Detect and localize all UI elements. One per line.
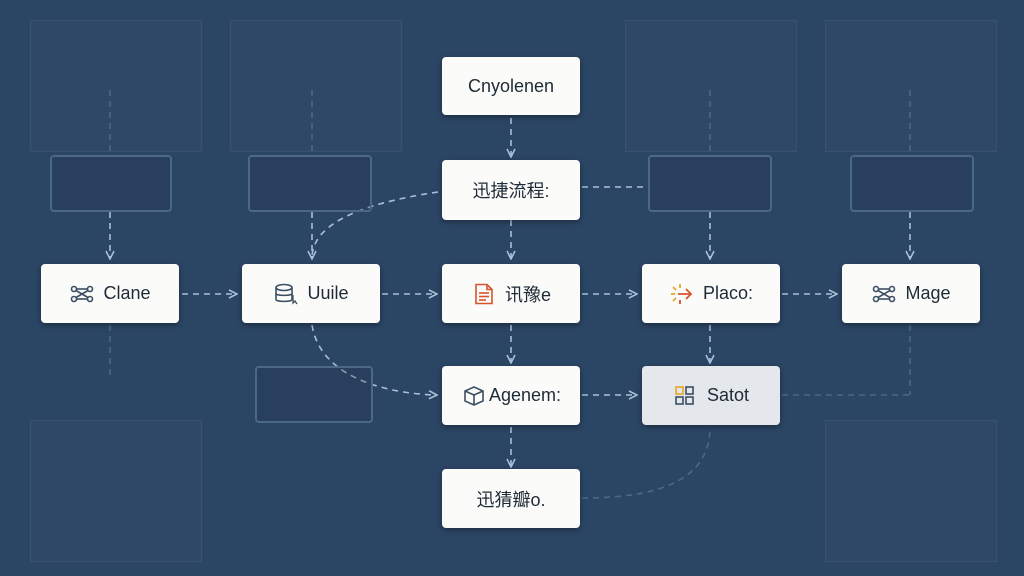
node-bottom-label: 迅猜瓣o. — [476, 489, 546, 510]
node-mage[interactable]: Mage — [842, 264, 980, 323]
background-tile — [230, 20, 402, 152]
ghost-box — [248, 155, 372, 212]
background-tile — [825, 20, 997, 152]
network-icon — [69, 283, 95, 305]
network-icon — [871, 283, 897, 305]
background-tile — [30, 420, 202, 562]
node-agenem-label: Agenem: — [488, 385, 562, 405]
connector-flow-uiuile — [312, 191, 439, 258]
node-uiuile-label: Uuile — [307, 283, 349, 303]
node-placo-label: Placo: — [702, 283, 754, 303]
document-icon — [471, 283, 497, 305]
node-mage-label: Mage — [905, 283, 951, 303]
node-doc[interactable]: 讯豫e — [442, 264, 580, 323]
node-placo[interactable]: Placo: — [642, 264, 780, 323]
background-tile — [625, 20, 797, 152]
node-uiuile[interactable]: Uuile — [242, 264, 380, 323]
node-doc-label: 讯豫e — [504, 284, 551, 305]
connector-uiuile-agenem — [311, 324, 436, 395]
node-top-label: Cnyolenen — [467, 75, 555, 96]
cube-icon — [461, 385, 487, 407]
ghost-box — [850, 155, 974, 212]
node-bottom[interactable]: 迅猜瓣o. — [442, 469, 580, 528]
node-top[interactable]: Cnyolenen — [442, 57, 580, 115]
ghost-box — [648, 155, 772, 212]
node-flow-label: 迅捷流程: — [472, 181, 550, 201]
node-flow[interactable]: 迅捷流程: — [442, 160, 580, 220]
burst-arrow-icon — [669, 283, 695, 305]
background-tile — [825, 420, 997, 562]
node-clane-label: Clane — [103, 283, 151, 303]
blocks-icon — [673, 385, 699, 407]
node-agenem[interactable]: Agenem: — [442, 366, 580, 425]
node-clane[interactable]: Clane — [41, 264, 179, 323]
ghost-box — [255, 366, 373, 423]
ghost-box — [50, 155, 172, 212]
node-satot-label: Satot — [706, 385, 750, 405]
background-tile — [30, 20, 202, 152]
database-icon — [273, 283, 299, 305]
node-satot[interactable]: Satot — [642, 366, 780, 425]
